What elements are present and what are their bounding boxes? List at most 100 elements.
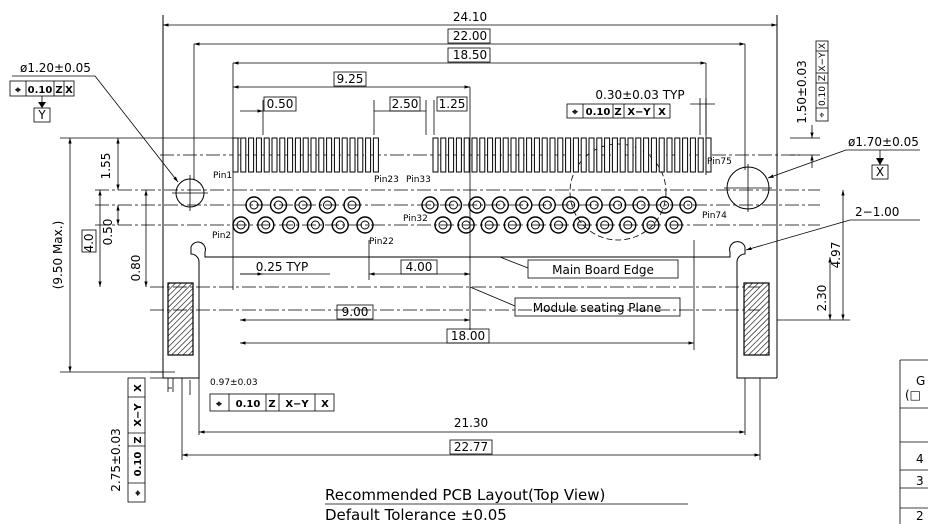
pin-ring-hole <box>360 220 370 230</box>
svg-text:0.10: 0.10 <box>586 107 611 118</box>
smt-pad <box>440 137 447 173</box>
smt-pad <box>541 137 548 173</box>
pin-ring <box>343 196 361 214</box>
svg-text:4: 4 <box>916 452 924 466</box>
svg-text:⌖: ⌖ <box>215 399 222 410</box>
pin-ring-hole <box>335 220 345 230</box>
smt-pad <box>341 137 348 173</box>
svg-text:(□: (□ <box>905 388 921 402</box>
dim-pitch-0-25: 0.25 TYP <box>256 260 308 274</box>
pin-ring-hole <box>542 200 552 210</box>
pin-ring-hole <box>660 200 669 210</box>
dim-pitch-1-25: 1.25 <box>439 97 466 111</box>
pin-ring <box>632 196 650 214</box>
tolerance-frame-left-vertical: ⌖ 0.10 Z X−Y X <box>127 377 146 503</box>
pin-ring-hole <box>577 220 587 230</box>
smt-pad <box>596 137 603 173</box>
main-board-edge-box <box>527 259 679 279</box>
pin-ring-hole <box>613 200 623 210</box>
dim-18-00: 18.00 <box>451 329 485 343</box>
dim-right-2-30: 2.30 <box>815 285 829 312</box>
pin-ring-hole <box>448 200 458 210</box>
dim-left-1-55: 1.55 <box>99 153 113 180</box>
svg-text:X: X <box>65 85 73 96</box>
smt-pad <box>310 137 317 173</box>
dim-left-9-50: (9.50 Max.) <box>51 221 65 290</box>
svg-text:X−Y: X−Y <box>627 107 651 118</box>
top-dimension-lines <box>163 23 777 330</box>
svg-text:Y: Y <box>37 108 46 122</box>
smt-pad <box>479 137 486 173</box>
pin-rings <box>232 196 697 234</box>
tolerance-frame-bottom-mid: ⌖ 0.10 Z X−Y X <box>209 393 335 412</box>
svg-text:X: X <box>658 107 666 118</box>
pin-ring-hole <box>589 200 599 210</box>
svg-text:2: 2 <box>916 509 924 523</box>
pin-ring-hole <box>530 220 540 230</box>
smt-pad <box>549 137 556 173</box>
svg-text:Z: Z <box>55 85 62 96</box>
smt-pad <box>448 137 455 173</box>
smt-pad <box>287 137 294 173</box>
pin-ring <box>596 216 614 234</box>
bottom-dimension-lines <box>150 371 761 460</box>
pin1-label: Pin1 <box>213 171 232 181</box>
pin-ring-hole <box>554 220 563 230</box>
dim-21-30: 21.30 <box>454 416 488 430</box>
svg-text:X: X <box>876 165 884 179</box>
main-board-edge-label: Main Board Edge <box>552 263 654 277</box>
smt-pad <box>372 137 379 173</box>
detail-circle <box>569 143 667 241</box>
smt-pad <box>588 137 595 173</box>
pin-ring <box>457 216 475 234</box>
smt-pad <box>580 137 587 173</box>
pin22-label: Pin22 <box>369 237 394 247</box>
smt-pad <box>279 137 286 173</box>
smt-pad <box>463 137 470 173</box>
pin-ring-hole <box>519 200 529 210</box>
smt-pad <box>666 137 673 173</box>
svg-text:G: G <box>916 374 925 388</box>
side-table: G (□ 4 3 2 <box>899 359 928 524</box>
pin-ring <box>549 216 568 234</box>
pin-ring <box>679 196 697 214</box>
left-dimension-lines <box>60 137 240 373</box>
pin-ring-hole <box>472 200 482 210</box>
pin-ring-hole <box>438 220 448 230</box>
pin-ring <box>503 216 521 234</box>
pin-ring <box>318 196 337 214</box>
datum-y-box <box>33 107 51 123</box>
svg-text:0.10: 0.10 <box>28 85 53 96</box>
smt-pad <box>471 137 478 173</box>
svg-text:0.10: 0.10 <box>818 86 828 106</box>
smt-pad <box>635 137 642 173</box>
right-mounting-pad <box>743 282 770 356</box>
smt-pad <box>619 137 626 173</box>
smt-pad <box>326 137 333 173</box>
pin-ring-hole <box>600 220 610 230</box>
svg-text:X−Y: X−Y <box>285 399 309 410</box>
svg-text:Z: Z <box>133 436 144 443</box>
pin-ring-hole <box>646 220 656 230</box>
pin-ring <box>269 196 288 214</box>
smt-pad <box>357 137 364 173</box>
svg-text:X: X <box>818 43 828 49</box>
smt-pad <box>232 137 239 173</box>
smt-pad <box>294 137 301 173</box>
svg-text:⌖: ⌖ <box>133 490 144 497</box>
pin-ring-hole <box>274 200 283 210</box>
pin-ring-hole <box>249 200 259 210</box>
pin33-label: Pin33 <box>406 175 431 185</box>
svg-text:Z: Z <box>268 399 275 410</box>
smt-pad <box>643 137 650 173</box>
smt-pad <box>518 137 525 173</box>
svg-text:0.10: 0.10 <box>236 399 261 410</box>
tolerance-frame-top-left: ⌖ 0.10 Z X <box>9 80 75 97</box>
pin-ring <box>619 216 637 234</box>
smt-pad <box>682 137 689 173</box>
pin-ring <box>306 216 325 234</box>
caption-title: Recommended PCB Layout(Top View) <box>325 486 605 504</box>
smt-pad <box>611 137 618 173</box>
pin-ring <box>526 216 545 234</box>
